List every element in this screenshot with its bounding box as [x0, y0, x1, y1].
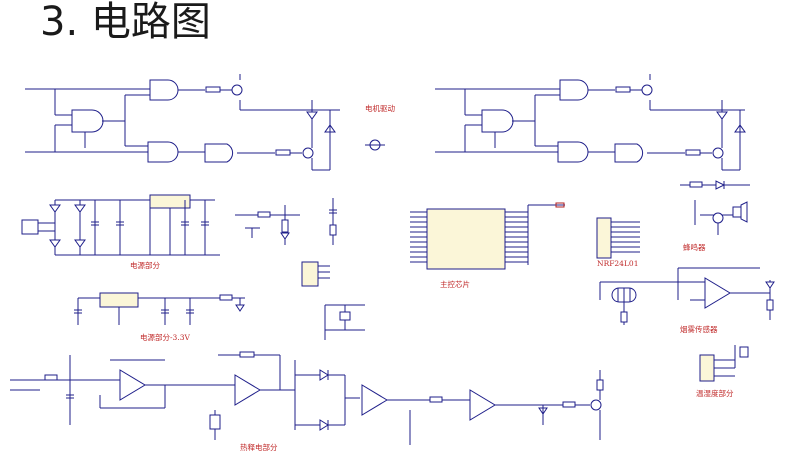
label-thermal-circuit: 热释电部分 — [240, 442, 278, 452]
label-smoke-sensor: 烟雾传感器 — [680, 324, 718, 334]
thermal-circuit — [10, 351, 604, 445]
label-power-supply: 电源部分 — [130, 260, 160, 270]
header-connector-mid — [301, 261, 330, 287]
label-wireless-module: NRF24L01 — [597, 259, 638, 268]
label-temp-sensor: 温湿度部分 — [696, 388, 734, 398]
rc-column — [329, 198, 337, 245]
wireless-module — [596, 217, 640, 259]
label-power-supply-33v: 电源部分-3.3V — [140, 332, 190, 342]
label-buzzer: 蜂鸣器 — [683, 242, 706, 252]
temp-sensor-connector — [699, 345, 749, 382]
smoke-sensor-circuit — [599, 267, 775, 325]
power-supply-section — [21, 194, 220, 256]
motor-drive-left — [25, 74, 385, 171]
label-motor-drive: 电机驱动 — [365, 103, 395, 113]
page-title: 3. 电路图 — [40, 0, 211, 45]
crystal-circuit — [324, 304, 365, 340]
label-main-chip: 主控芯片 — [440, 279, 470, 289]
main-chip — [410, 202, 565, 270]
motor-drive-right — [435, 74, 750, 190]
indicator-led-circuit — [235, 205, 300, 245]
power-33v-section — [74, 292, 245, 325]
buzzer-circuit — [694, 200, 748, 235]
